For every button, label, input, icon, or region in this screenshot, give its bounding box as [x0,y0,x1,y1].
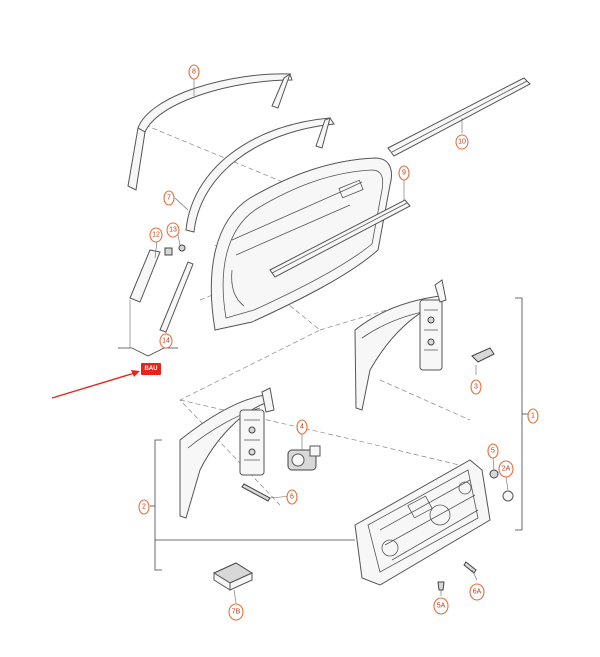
svg-text:10: 10 [458,139,466,146]
svg-text:9: 9 [402,170,406,177]
svg-text:14: 14 [162,338,170,345]
callout-3: 3 [470,379,482,395]
svg-text:3: 3 [474,384,478,391]
callout-1: 1 [527,408,539,424]
callout-9: 9 [398,165,410,181]
callout-13: 13 [166,222,180,238]
svg-text:5: 5 [491,448,495,455]
small-fasteners [437,469,514,591]
callout-5: 5 [487,443,499,459]
callout-6: 6 [286,489,298,505]
callout-7: 7 [163,190,175,206]
svg-text:4: 4 [300,424,304,431]
callout-8: 8 [188,64,200,80]
clip-part [471,347,495,363]
door-module-carrier [354,459,491,586]
svg-text:7: 7 [167,195,171,202]
svg-text:1: 1 [531,413,535,420]
svg-text:2A: 2A [502,466,511,473]
svg-text:6: 6 [290,494,294,501]
callout-14: 14 [159,333,173,349]
belt-strip-inner [269,199,411,278]
svg-text:2: 2 [142,504,146,511]
svg-text:6A: 6A [473,589,482,596]
window-regulator-left [179,387,275,519]
callout-6A: 6A [469,583,485,601]
window-regulator-right [354,279,447,411]
svg-text:12: 12 [152,232,160,239]
svg-text:8: 8 [192,69,196,76]
belt-moulding-outer [387,77,531,157]
highlight-label: BAU [141,363,161,375]
highlight-label-text: BAU [145,366,158,372]
trim-pieces [129,244,194,333]
callout-5A: 5A [433,597,449,615]
svg-text:7B: 7B [232,609,241,616]
callout-10: 10 [455,134,469,150]
callout-12: 12 [149,227,163,243]
bolt-long [241,483,271,502]
group-brackets [118,297,528,571]
seal-upper-arc [127,72,293,191]
callout-7B: 7B [228,603,244,621]
window-motor [287,445,321,471]
highlight-arrow [51,370,140,399]
foam-block [212,562,254,591]
callout-2: 2 [138,499,150,515]
door-shell [210,157,392,331]
svg-text:13: 13 [169,227,177,234]
callout-2A: 2A [498,460,514,478]
svg-text:5A: 5A [437,603,446,610]
seal-door-frame [185,117,335,233]
callout-4: 4 [296,419,308,435]
